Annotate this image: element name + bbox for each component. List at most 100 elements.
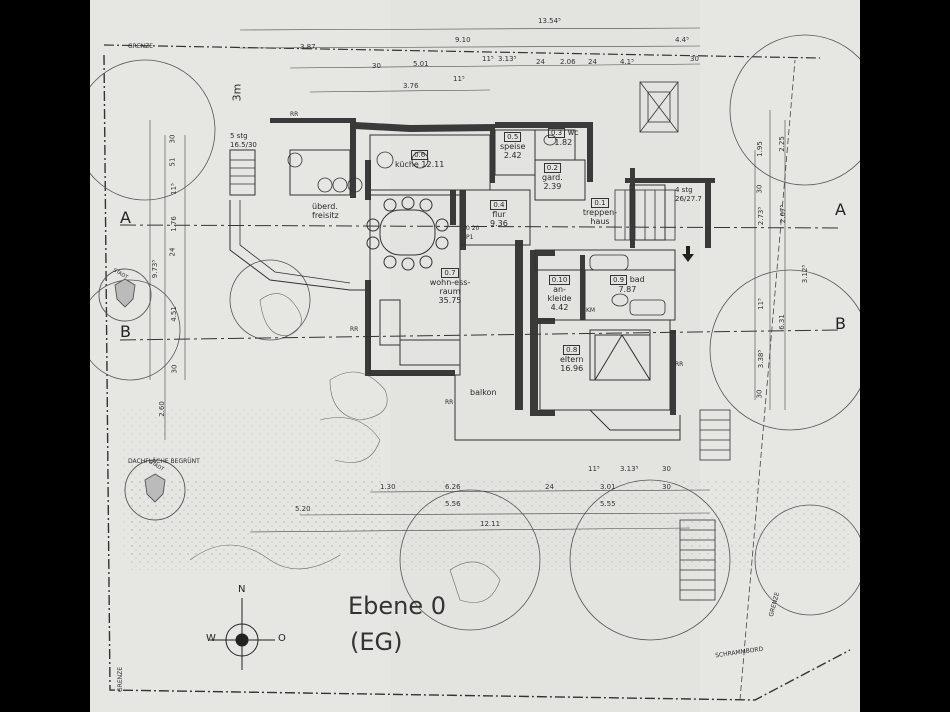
shrub-scribbles — [189, 293, 501, 603]
room-kueche: 0.6 küche 12.11 — [395, 150, 444, 169]
dim-top-11: 4.1⁵ — [620, 58, 634, 66]
room-area: 16.96 — [560, 364, 584, 373]
floor-plan-drawing — [90, 0, 860, 712]
room-number: 0.4 — [490, 200, 508, 210]
label-stg-right: 4 stg 26/27.7 — [675, 186, 702, 203]
room-number: 0.2 — [543, 163, 561, 173]
dim-top-8: 24 — [536, 58, 545, 66]
dim-bottom-1: 6.26 — [445, 483, 461, 491]
dim-left-0: 30 — [168, 134, 177, 144]
dim-top-0: 13.54⁵ — [538, 17, 561, 25]
label-ueberd-freisitz: überd. freisitz — [312, 202, 339, 220]
dim-bottom-0: 1.30 — [380, 483, 396, 491]
dim-top-3: 4.4⁵ — [675, 36, 689, 44]
room-treppenhaus: 0.1 treppen-haus — [580, 198, 620, 226]
room-number: 0.6 — [411, 150, 429, 160]
section-line-b — [119, 329, 841, 341]
sofa — [379, 299, 461, 366]
room-number: 0.1 — [591, 198, 609, 208]
dim-left-7: 30 — [170, 364, 179, 374]
compass-east: O — [278, 633, 286, 644]
label-balkon: balkon — [470, 388, 497, 397]
dim-left-2: 1.76 — [169, 216, 178, 232]
dim-left-6: 4.51 — [169, 306, 178, 322]
dim-bottom-3: 3.01 — [600, 483, 616, 491]
dim-top-4: 3.76 — [403, 82, 419, 90]
dim-bottom-8: 5.56 — [445, 500, 461, 508]
room-area: 4.42 — [550, 303, 569, 312]
property-line — [103, 54, 851, 701]
compass-north: N — [238, 584, 246, 595]
room-area: 35.75 — [438, 296, 462, 305]
dim-left-8: 2.60 — [157, 401, 166, 417]
label-rr-1: RR — [290, 111, 299, 118]
room-area: 2.39 — [543, 182, 562, 191]
room-name: bad — [629, 275, 645, 284]
house-walls — [270, 118, 715, 416]
dim-bottom-4: 11⁵ — [588, 465, 600, 473]
room-name: wc — [567, 128, 579, 137]
dim-right-5: 3.12⁵ — [801, 264, 810, 284]
room-number: 0.9 — [610, 275, 628, 285]
room-name: küche — [395, 160, 419, 169]
bath-fixtures — [543, 134, 666, 316]
dim-top-14: 11⁵ — [482, 55, 494, 63]
room-flur: 0.4 flur 9.36 — [490, 200, 508, 228]
label-rr-2: RR — [350, 326, 359, 333]
label-km: KM — [586, 307, 596, 314]
dim-left-1: 51 — [168, 157, 177, 167]
room-name: an-kleide — [547, 285, 572, 303]
terrace-outline — [229, 200, 370, 291]
room-speise: 0.5 speise 2.42 — [500, 132, 525, 160]
room-eltern: 0.8 eltern 16.96 — [560, 345, 583, 373]
room-name: speise — [500, 142, 526, 151]
label-stg-left: 5 stg 16.5/30 — [230, 132, 257, 149]
kitchen-equipment — [287, 151, 429, 193]
dim-right-6: 11⁵ — [756, 298, 765, 310]
section-marker-a-right: A — [835, 200, 846, 219]
property-line-right — [739, 59, 796, 701]
property-line-top — [103, 44, 821, 59]
room-name: treppen-haus — [582, 208, 618, 226]
stairs — [229, 159, 731, 601]
dimension-lines — [149, 27, 786, 533]
section-marker-a-left: A — [120, 208, 131, 227]
plan-sheet: 0.6 küche 12.11 0.5 speise 2.42 0.3 wc 1… — [90, 0, 860, 712]
dim-bottom-9: 5.55 — [600, 500, 616, 508]
section-marker-b-left: B — [120, 322, 131, 341]
compass-rose — [210, 598, 275, 670]
dim-right-7: 6.31 — [777, 314, 786, 330]
dim-top-12: 30 — [372, 62, 381, 70]
section-marker-b-right: B — [835, 314, 846, 333]
dim-right-1: 2.25 — [777, 136, 786, 152]
dim-bottom-7: 5.20 — [295, 505, 311, 513]
label-grenze-left: GRENZE — [117, 667, 124, 692]
dim-right-2: 30 — [755, 184, 764, 194]
dim-top-5: 5.01 — [413, 60, 429, 68]
dim-top-7: 3.13⁵ — [498, 55, 517, 63]
room-area: 2.42 — [503, 151, 522, 160]
room-area: 9.36 — [490, 219, 508, 228]
bed — [594, 334, 651, 381]
terrace-outline-2 — [239, 200, 351, 284]
dim-bottom-6: 30 — [662, 465, 671, 473]
dim-bottom-5: 3.13⁵ — [620, 465, 639, 473]
dim-bottom-2: 24 — [545, 483, 554, 491]
label-dachflaeche: DACHFLÄCHE BEGRÜNT — [128, 458, 200, 465]
room-name: flur — [492, 210, 506, 219]
room-area: 1.82 — [554, 138, 573, 147]
dim-left-4: 24 — [168, 247, 177, 257]
dim-right-8: 3.38⁵ — [757, 349, 766, 369]
room-ankleide: 0.10 an-kleide 4.42 — [542, 275, 577, 312]
label-rr-3: RR — [445, 399, 454, 406]
dim-top-2: 3.87 — [300, 43, 316, 51]
dim-left-5: 9.73⁵ — [151, 259, 160, 279]
label-p1: 0 20 P1 — [466, 225, 480, 241]
room-number: 0.8 — [563, 345, 581, 355]
dim-bottom-11: 30 — [662, 483, 671, 491]
trees — [90, 34, 860, 641]
dining-table — [366, 196, 449, 271]
room-number: 0.5 — [504, 132, 522, 142]
dim-right-3: 2.73⁵ — [757, 206, 766, 226]
dim-top-9: 2.06 — [560, 58, 576, 66]
